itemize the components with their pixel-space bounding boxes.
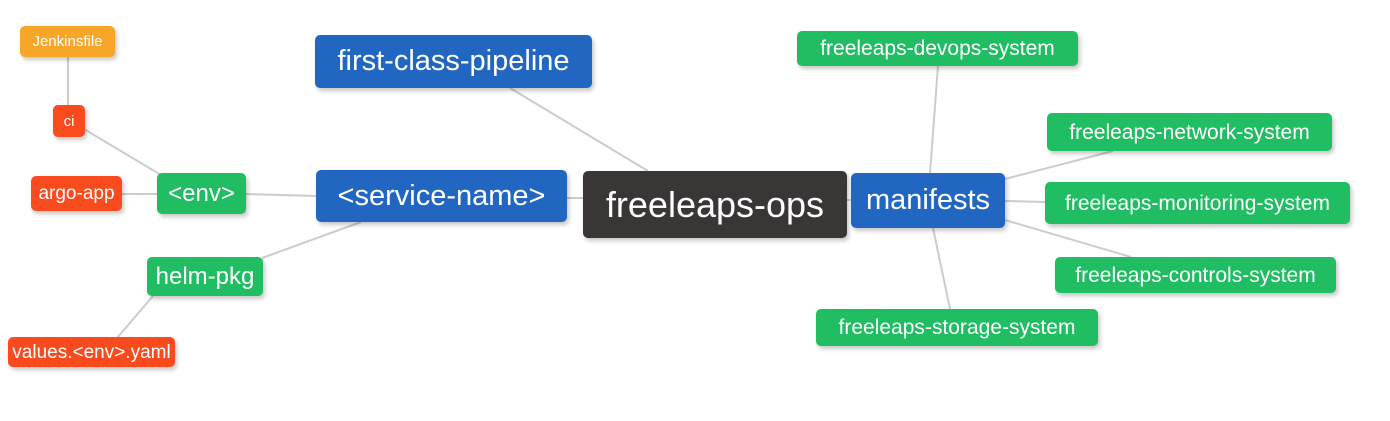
node-ci[interactable]: ci xyxy=(53,105,85,137)
edge-manifests-devops xyxy=(929,65,939,174)
node-label: <env> xyxy=(168,179,235,207)
node-freeleaps-storage-system[interactable]: freeleaps-storage-system xyxy=(816,309,1098,346)
edge-pipeline-ops xyxy=(509,87,649,172)
node-env[interactable]: <env> xyxy=(157,173,246,214)
node-label: values.<env>.yaml xyxy=(12,341,171,363)
node-label: first-class-pipeline xyxy=(337,45,570,77)
node-label: freeleaps-controls-system xyxy=(1075,263,1316,287)
edge-manifests-network xyxy=(1004,150,1114,180)
node-service-name[interactable]: <service-name> xyxy=(316,170,567,222)
edge-helm-pkg-service-name xyxy=(261,221,362,259)
node-first-class-pipeline[interactable]: first-class-pipeline xyxy=(315,35,592,88)
node-label: manifests xyxy=(865,184,991,216)
node-values-env-yaml[interactable]: values.<env>.yaml xyxy=(8,337,175,367)
edge-env-service-name xyxy=(245,193,317,197)
node-freeleaps-controls-system[interactable]: freeleaps-controls-system xyxy=(1055,257,1336,293)
node-freeleaps-devops-system[interactable]: freeleaps-devops-system xyxy=(797,31,1078,66)
edge-manifests-monitoring xyxy=(1004,200,1046,203)
node-freeleaps-ops[interactable]: freeleaps-ops xyxy=(583,171,847,238)
node-freeleaps-network-system[interactable]: freeleaps-network-system xyxy=(1047,113,1332,151)
node-label: helm-pkg xyxy=(155,262,255,290)
node-manifests[interactable]: manifests xyxy=(851,173,1005,228)
edge-values-helm-pkg xyxy=(116,295,154,339)
node-argo-app[interactable]: argo-app xyxy=(31,176,122,211)
node-label: Jenkinsfile xyxy=(32,33,103,50)
node-label: <service-name> xyxy=(337,179,546,212)
node-label: freeleaps-devops-system xyxy=(820,37,1055,60)
edge-ci-env xyxy=(83,128,167,179)
node-label: ci xyxy=(63,112,75,130)
node-freeleaps-monitoring-system[interactable]: freeleaps-monitoring-system xyxy=(1045,182,1350,224)
node-label: freeleaps-network-system xyxy=(1069,120,1310,144)
node-label: freeleaps-ops xyxy=(605,183,825,225)
node-label: argo-app xyxy=(38,183,115,204)
node-label: freeleaps-storage-system xyxy=(838,316,1076,339)
node-jenkinsfile[interactable]: Jenkinsfile xyxy=(20,26,115,57)
edge-manifests-controls xyxy=(1004,219,1132,258)
node-label: freeleaps-monitoring-system xyxy=(1065,191,1330,215)
node-helm-pkg[interactable]: helm-pkg xyxy=(147,257,263,296)
edge-manifests-storage xyxy=(932,227,951,310)
